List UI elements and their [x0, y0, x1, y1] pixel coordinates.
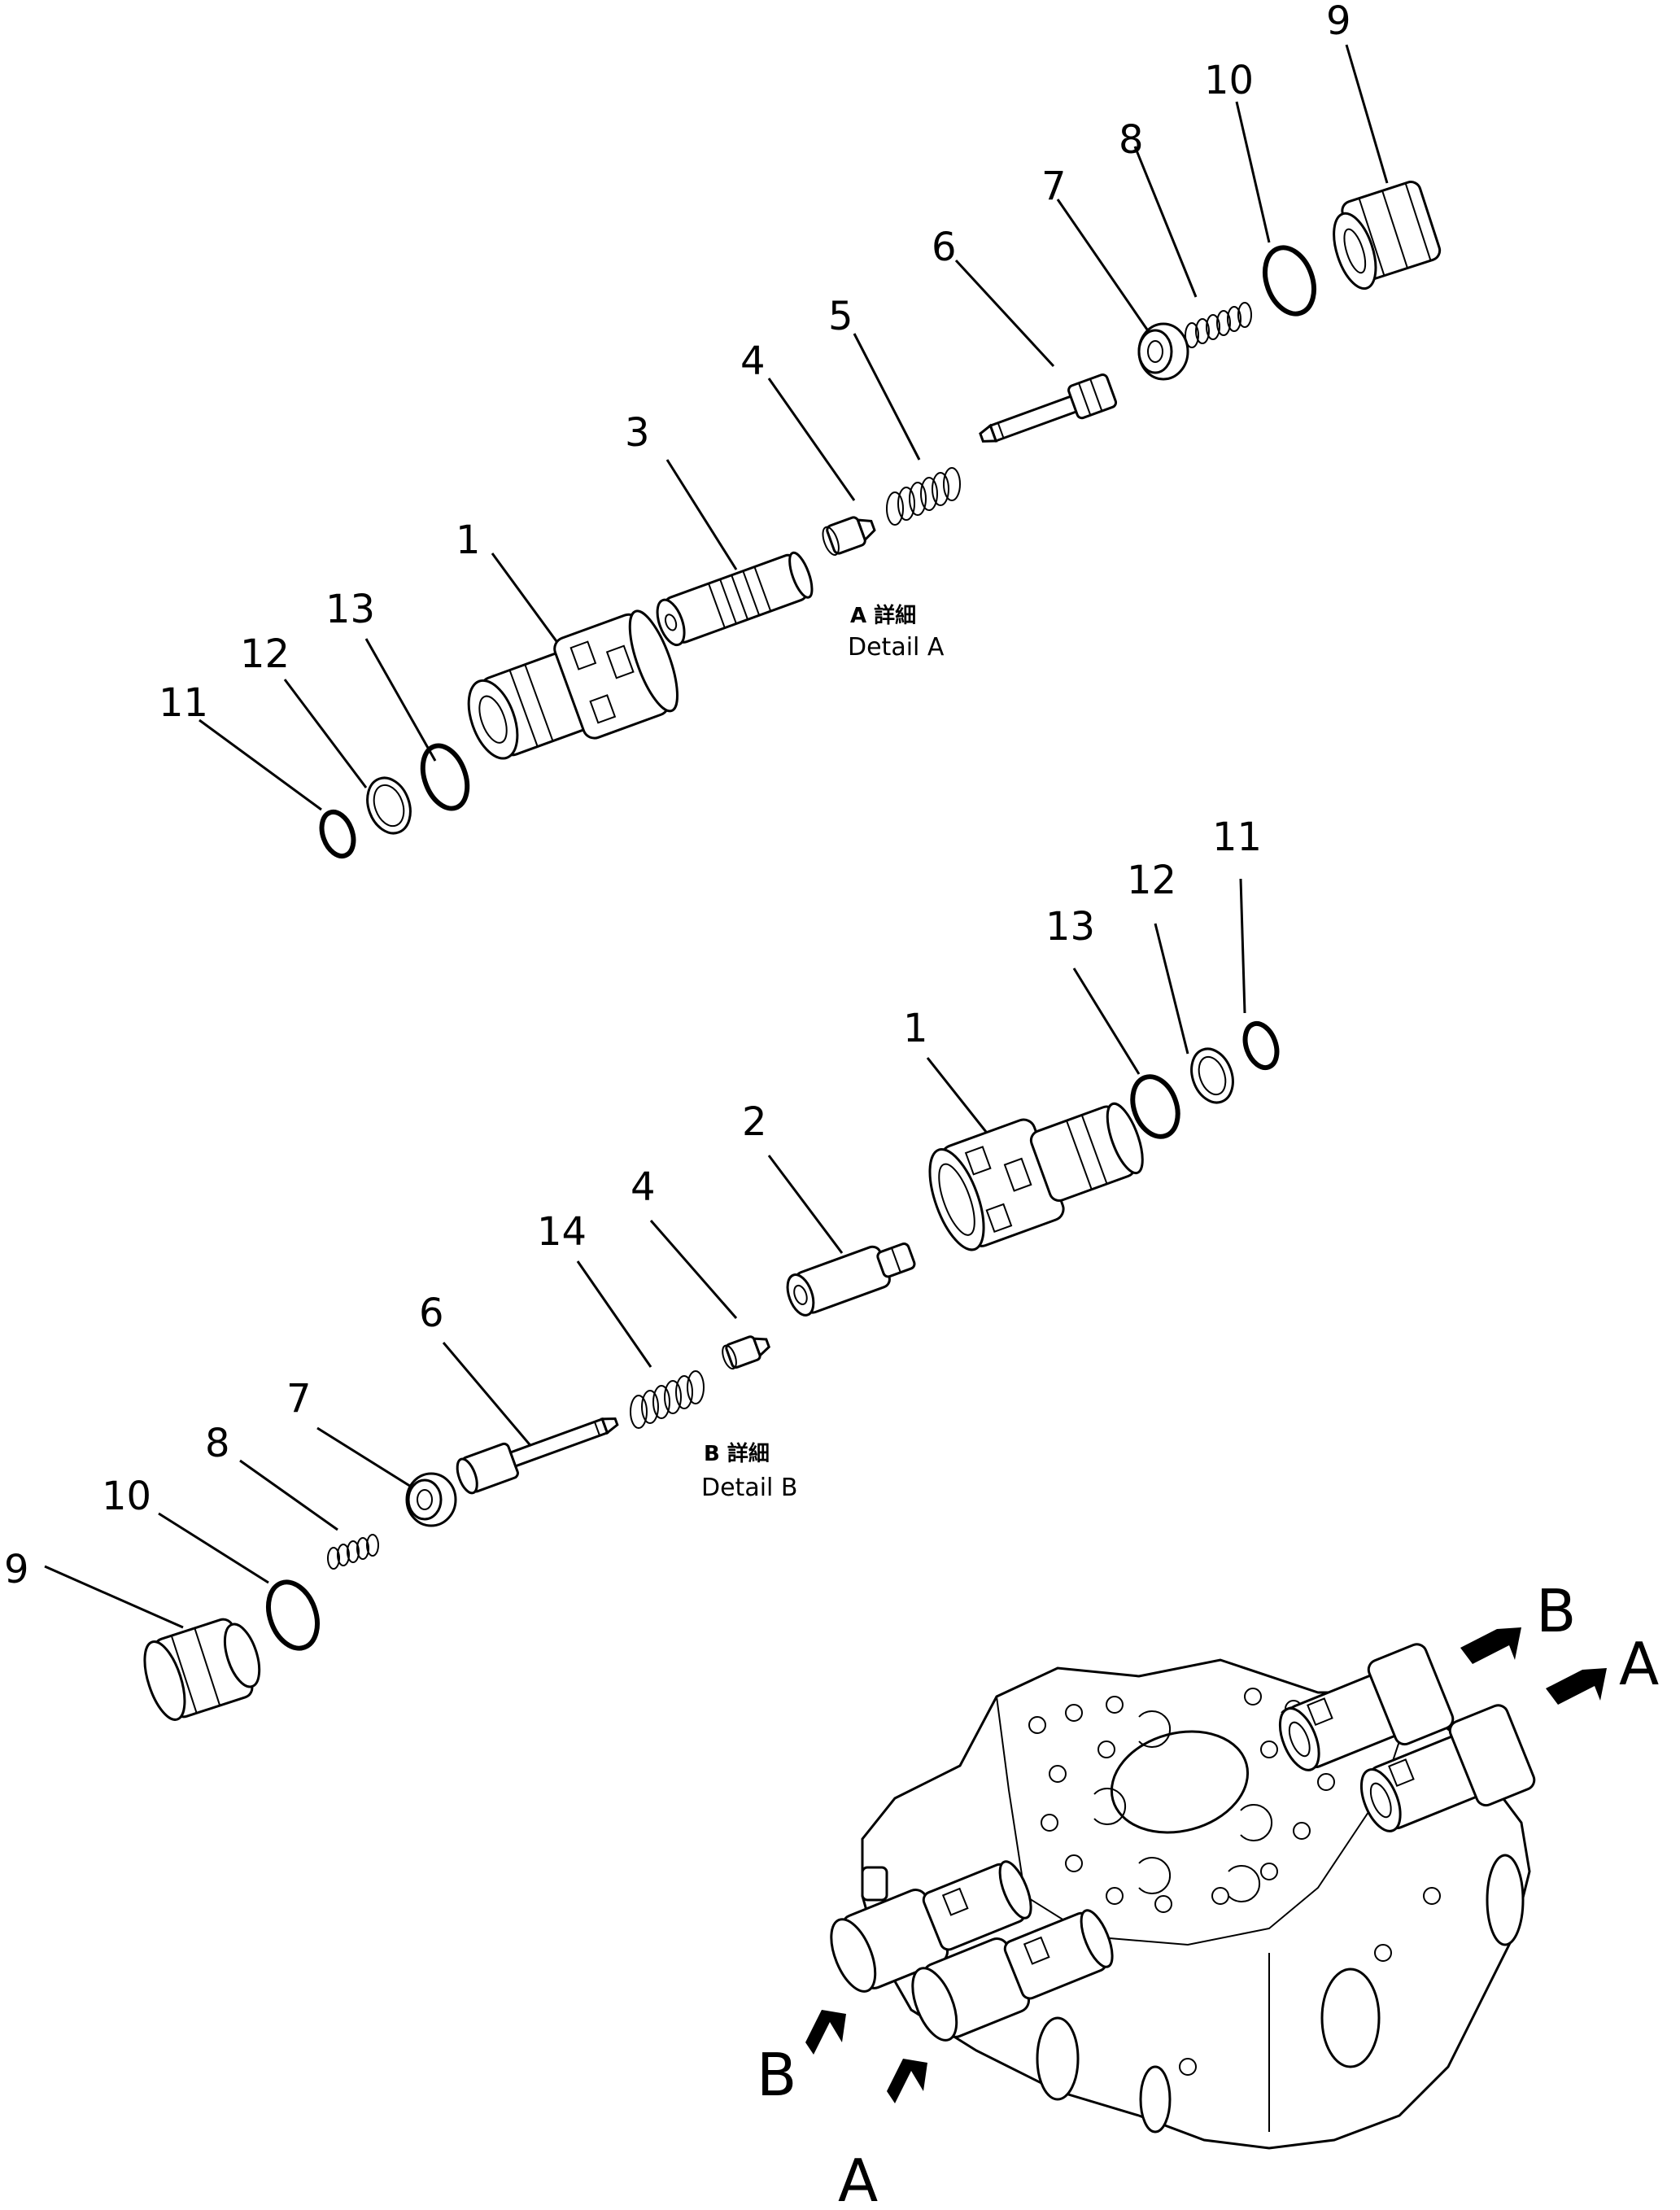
callout-b-8: 8	[205, 1421, 230, 1466]
arrows	[805, 1627, 1607, 2103]
part-12-backup-ring	[366, 776, 412, 835]
bolt-holes	[1028, 1688, 1441, 2076]
detail-b-leaders	[44, 878, 1246, 1629]
callout-b-1: 1	[903, 1006, 928, 1051]
callout-b-13: 13	[1045, 904, 1095, 950]
callout-b-12: 12	[1127, 858, 1176, 903]
part-10-o-ring	[266, 1579, 320, 1651]
detail-a-caption-jp: A 詳細	[850, 603, 916, 628]
view-label-a-lower: A	[838, 2147, 878, 2210]
part-6-stem	[456, 1417, 619, 1495]
part-8-spring	[327, 1534, 379, 1570]
detail-a-callouts: 9 10 8 7 6 5 4 3 1 13 12 11	[159, 0, 1351, 726]
detail-b-caption-jp: B 詳細	[704, 1441, 770, 1466]
part-7-washer	[1137, 322, 1189, 381]
part-9-plug	[143, 1618, 261, 1721]
cartridge-upper-b	[1278, 1643, 1455, 1771]
callout-a-5: 5	[828, 294, 853, 339]
callout-b-10: 10	[102, 1474, 151, 1519]
center-port	[1110, 1730, 1250, 1834]
detail-b-callouts: 11 12 13 1 2 4 14 6 7 8 10 9	[4, 815, 1262, 1592]
callout-b-11: 11	[1212, 815, 1262, 860]
arrow-b-lower	[805, 2010, 846, 2055]
part-12-backup-ring	[1190, 1047, 1234, 1104]
arrow-a-upper	[1546, 1668, 1607, 1705]
callout-b-9: 9	[4, 1547, 29, 1592]
part-11-o-ring	[1242, 1020, 1280, 1071]
callout-b-14: 14	[537, 1209, 587, 1255]
callout-a-4: 4	[740, 338, 766, 384]
cartridge-upper-a	[1359, 1704, 1536, 1832]
part-7-washer	[405, 1472, 457, 1527]
part-4-poppet	[722, 1335, 770, 1370]
callout-a-3: 3	[625, 410, 650, 456]
detail-a-caption-en: Detail A	[848, 633, 945, 662]
callout-a-11: 11	[159, 680, 208, 726]
callout-a-10: 10	[1204, 58, 1254, 103]
part-2-spool	[786, 1243, 916, 1317]
detail-a-leaders	[199, 44, 1389, 811]
part-3-spool	[656, 551, 814, 647]
callout-a-12: 12	[240, 631, 290, 677]
detail-b-group: 11 12 13 1 2 4 14 6 7 8 10 9 B 詳細 Detail…	[4, 815, 1280, 1721]
detail-b-caption-en: Detail B	[701, 1474, 798, 1502]
part-1-sleeve	[467, 609, 679, 760]
view-label-a-upper: A	[1619, 1630, 1659, 1698]
detail-a-group: 9 10 8 7 6 5 4 3 1 13 12 11 A 詳細 Detail …	[159, 0, 1442, 859]
cartridge-lower-b	[830, 1860, 1032, 1993]
part-5-spring	[886, 467, 961, 526]
view-label-b-lower: B	[757, 2041, 796, 2109]
callout-a-6: 6	[932, 225, 957, 270]
callout-b-6: 6	[419, 1291, 444, 1336]
callout-a-8: 8	[1119, 117, 1144, 163]
part-13-o-ring	[420, 743, 470, 811]
callout-a-13: 13	[325, 587, 375, 632]
callout-b-4: 4	[631, 1164, 656, 1210]
part-1-sleeve	[928, 1102, 1144, 1251]
callout-a-9: 9	[1326, 0, 1351, 44]
part-9-plug	[1333, 181, 1442, 290]
part-13-o-ring	[1130, 1074, 1180, 1139]
callout-a-1: 1	[456, 518, 481, 563]
part-10-o-ring	[1263, 245, 1316, 317]
cartridge-lower-a	[911, 1909, 1114, 2042]
callout-b-2: 2	[742, 1099, 767, 1145]
part-6-stem	[979, 373, 1118, 443]
view-label-b-upper: B	[1536, 1577, 1576, 1645]
arrow-a-lower	[887, 2059, 927, 2103]
arrow-b-upper	[1460, 1627, 1521, 1664]
part-4-poppet	[822, 516, 876, 556]
valve-body-view: B A B A	[757, 1577, 1659, 2210]
callout-b-7: 7	[286, 1376, 312, 1422]
callout-a-7: 7	[1041, 164, 1067, 209]
part-11-o-ring	[319, 809, 356, 859]
part-8-spring	[1185, 302, 1252, 348]
part-14-spring	[630, 1370, 705, 1429]
